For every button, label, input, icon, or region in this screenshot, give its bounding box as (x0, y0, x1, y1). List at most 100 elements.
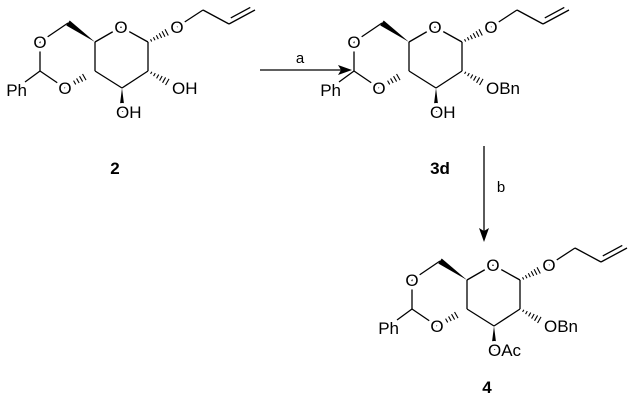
hash-bond (537, 316, 542, 324)
hash-bond (524, 275, 528, 279)
hash-bond (162, 77, 167, 84)
compound-label-2: 2 (110, 159, 119, 178)
bond (39, 22, 69, 43)
hash-bond (476, 77, 481, 84)
atom-label-substituent-c1: O (170, 18, 183, 37)
hash-bond (464, 39, 467, 42)
wedge-bond (491, 326, 497, 350)
bond (492, 264, 521, 281)
hash-bond (454, 311, 459, 319)
bond (408, 26, 436, 43)
bond (230, 6, 251, 19)
bond (228, 9, 256, 25)
atom-label-substituent-c3: OH (430, 103, 456, 122)
atom-label-dioxane-o-top: O (405, 271, 418, 290)
bond (94, 26, 122, 43)
hash-bond (473, 75, 477, 81)
bond (466, 308, 495, 327)
bond (435, 70, 463, 89)
hash-bond (76, 78, 80, 84)
hash-bond (150, 71, 153, 75)
bond (434, 26, 463, 43)
hash-bond (82, 73, 87, 81)
hash-bond (381, 84, 384, 88)
wedge-bond (438, 258, 467, 280)
reaction-condition-a: a (296, 50, 305, 67)
hash-bond (165, 78, 170, 86)
wedge-bond (119, 88, 125, 112)
wedge-bond (433, 88, 439, 112)
bond (600, 247, 628, 263)
hash-bond (393, 75, 398, 82)
wedge-bond (380, 20, 409, 42)
bond (353, 70, 380, 89)
hash-bond (470, 74, 474, 79)
hash-bond (156, 74, 160, 79)
hash-bond (472, 32, 477, 39)
hash-bond (469, 34, 473, 40)
hash-bond (150, 39, 153, 42)
hash-bond (528, 312, 532, 317)
hash-bond (73, 80, 77, 85)
hash-bond (67, 84, 70, 88)
atom-label-dioxane-o-bottom: O (58, 79, 71, 98)
bond (411, 260, 441, 281)
hash-bond (464, 71, 467, 75)
hash-bond (159, 75, 163, 81)
hash-bond (161, 30, 166, 37)
atom-label-ring-oxygen: O (428, 18, 441, 37)
bond (94, 70, 123, 89)
hash-bond (70, 82, 73, 87)
hash-bond (387, 80, 391, 85)
bond (338, 70, 355, 83)
atom-label-substituent-c1: O (484, 18, 497, 37)
phenyl-label: Ph (6, 81, 27, 100)
hash-bond (531, 313, 535, 319)
atom-label-substituent-c2: OH (172, 79, 198, 98)
bond (548, 247, 576, 266)
atom-label-substituent-c2: OBn (486, 79, 520, 98)
atom-label-substituent-c2: OBn (544, 317, 578, 336)
atom-label-substituent-c3: OH (116, 103, 142, 122)
bond (574, 247, 602, 263)
hash-bond (525, 310, 528, 315)
atom-label-dioxane-o-top: O (33, 33, 46, 52)
hash-bond (384, 82, 387, 87)
bond (544, 6, 565, 19)
atom-label-substituent-c1: O (542, 256, 555, 275)
reaction-arrow-a (260, 65, 352, 75)
wedge-bond (66, 20, 95, 42)
hash-bond (522, 309, 525, 313)
bond (353, 22, 383, 43)
hash-bond (439, 322, 442, 326)
hash-bond (79, 75, 84, 82)
compound-label-3d: 3d (430, 159, 450, 178)
atom-label-dioxane-o-bottom: O (372, 79, 385, 98)
bond (466, 264, 494, 281)
hash-bond (390, 78, 394, 84)
hash-bond (522, 277, 525, 280)
hash-bond (155, 34, 159, 40)
hash-bond (527, 272, 531, 278)
hash-bond (467, 72, 470, 77)
bond (411, 308, 438, 327)
bond (176, 9, 204, 28)
atom-label-ring-oxygen: O (486, 256, 499, 275)
hash-bond (153, 72, 156, 77)
bond (202, 9, 230, 25)
hash-bond (536, 266, 541, 274)
bond (408, 70, 437, 89)
hash-bond (533, 268, 538, 275)
hash-bond (479, 78, 484, 86)
bond (516, 9, 544, 25)
bond (602, 244, 623, 257)
bond (396, 308, 413, 321)
bond (39, 70, 66, 89)
hash-bond (451, 313, 456, 320)
hash-bond (530, 270, 535, 277)
hash-bond (475, 30, 480, 37)
